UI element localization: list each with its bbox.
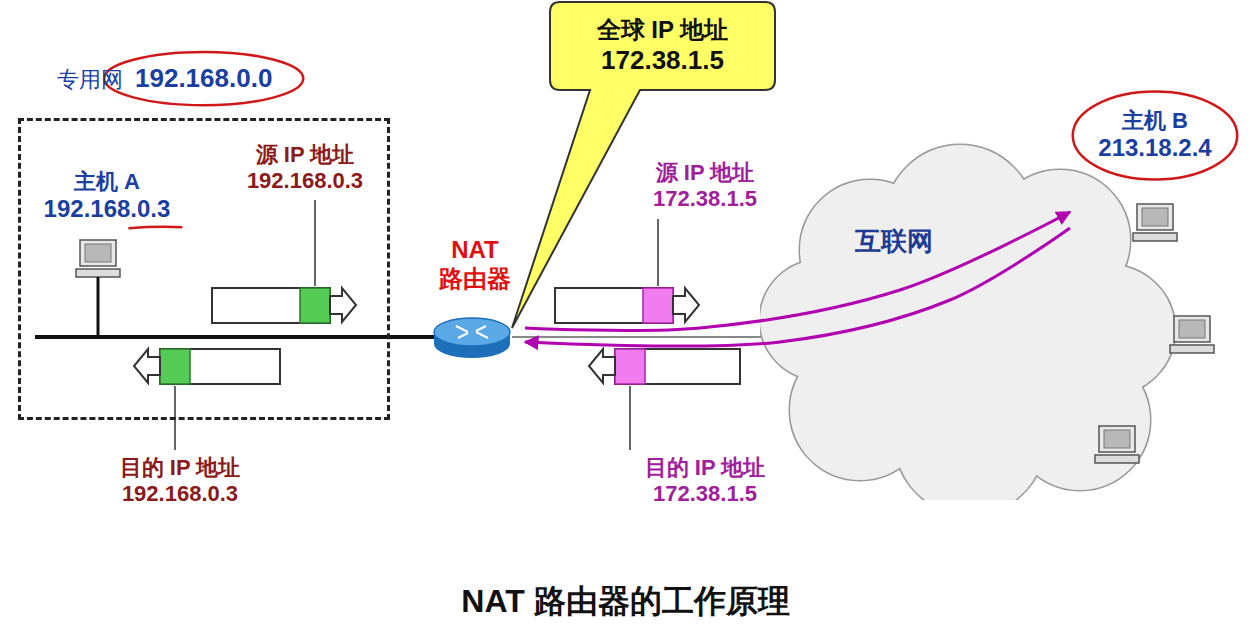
packet-address-label: 源 IP 地址 172.38.1.5 [620, 160, 790, 213]
packet-address-label: 目的 IP 地址 172.38.1.5 [610, 455, 800, 508]
packet [615, 349, 645, 384]
computer-icon [97, 277, 100, 337]
router-icon [456, 326, 468, 332]
router-icon [476, 332, 488, 338]
router-icon [434, 318, 510, 346]
leader-line [629, 386, 631, 450]
leader-line [657, 219, 659, 286]
caption: NAT 路由器的工作原理 [0, 580, 1251, 624]
cloud-shape [760, 140, 1220, 500]
host-box: 主机 B213.18.2.4 [1070, 104, 1240, 232]
annotation-marks [104, 52, 1237, 228]
packet [615, 349, 740, 384]
leader-line [175, 200, 658, 450]
text-group: 专用网 192.168.0.0 [57, 63, 272, 94]
computer-icon [76, 240, 120, 277]
packet-flow-arrow [525, 212, 1070, 331]
cloud-shape [760, 145, 1175, 500]
node-title: 专用网 [57, 67, 123, 93]
computer-icon [1104, 430, 1130, 448]
computer-icon [1174, 316, 1210, 342]
leader-line [314, 200, 316, 286]
ip-address: 路由器 [439, 265, 511, 294]
computer-icon [76, 240, 120, 337]
wan-link [512, 336, 770, 338]
ip-address: 192.168.0.3 [44, 195, 171, 224]
packet-address-label: 目的 IP 地址 192.168.0.3 [85, 455, 275, 508]
computer-icon [1099, 426, 1135, 452]
router-icon [458, 333, 468, 338]
packet [330, 288, 356, 322]
packet [212, 288, 330, 323]
computer-icon [1179, 320, 1205, 338]
computer-icon [80, 240, 116, 266]
ip-address: 192.168.0.0 [135, 63, 272, 94]
cloud-region: 互联网 [760, 140, 1220, 500]
packet [673, 288, 699, 322]
text-group: 全球 IP 地址172.38.1.5 [550, 2, 775, 90]
packet [134, 349, 280, 384]
packet [589, 349, 615, 383]
packet-address-label: 源 IP 地址 192.168.0.3 [220, 142, 390, 195]
computer-icon [1095, 426, 1139, 463]
text-group: 互联网 [855, 226, 933, 257]
node-title: 互联网 [855, 226, 933, 257]
highlight-ring [104, 52, 303, 105]
packet [555, 288, 699, 323]
computer-icon [1133, 233, 1177, 241]
cloud-shape [760, 145, 1175, 500]
highlight-ring [1073, 92, 1237, 180]
host-box: 主机 A192.168.0.3 [21, 169, 193, 224]
router-icon [476, 326, 486, 331]
ip-address: 172.38.1.5 [601, 45, 724, 76]
packet [160, 349, 190, 384]
packet [212, 288, 356, 323]
computer-icon [1170, 316, 1214, 353]
edge-group [525, 212, 1070, 346]
packet [300, 288, 330, 323]
packet [160, 349, 280, 384]
node-title: 主机 A [74, 169, 140, 195]
computer-icon [1142, 208, 1168, 226]
ip-address: 213.18.2.4 [1098, 134, 1211, 163]
computer-icon [1137, 204, 1173, 230]
packet-flow-arrow [525, 228, 1070, 346]
text-group: 主机 A192.168.0.3 [21, 169, 193, 224]
packet [589, 349, 740, 384]
packet [643, 288, 673, 323]
router-box: NAT路由器 [425, 236, 525, 358]
underline-mark [128, 227, 182, 228]
packet [134, 349, 160, 383]
computer-icon [1133, 204, 1177, 241]
callout-box: 全球 IP 地址172.38.1.5 [550, 2, 775, 90]
lan-bus [35, 335, 440, 339]
computer-icon [1095, 455, 1139, 463]
router-icon [456, 326, 488, 338]
computer-icon [76, 269, 120, 277]
text-group: 主机 B213.18.2.4 [1070, 104, 1240, 163]
computer-icon [85, 244, 111, 262]
node-title: 主机 B [1122, 108, 1188, 134]
node-title: 全球 IP 地址 [597, 16, 729, 45]
text-group: NAT路由器 [425, 236, 525, 294]
computer-icon [1170, 345, 1214, 353]
packet [555, 288, 673, 323]
node-title: NAT [451, 236, 499, 265]
router-icon [434, 318, 510, 358]
